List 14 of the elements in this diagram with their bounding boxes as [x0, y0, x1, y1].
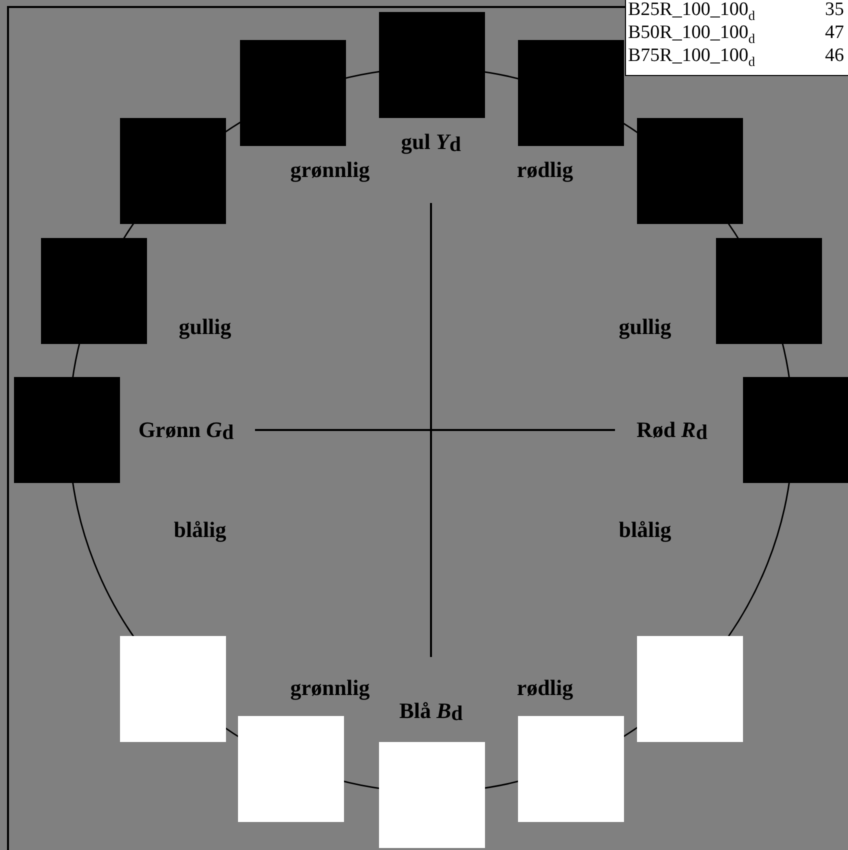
table-value: 35 [825, 0, 844, 21]
table-row-label: B50R_100_100$_{d}$ [628, 22, 756, 48]
axis-label: grønnlig [290, 675, 370, 701]
table-row-label: B25R_100_100$_{d}$ [628, 0, 756, 25]
axis-label: gullig [178, 314, 232, 340]
axis-label: grønnlig [290, 157, 370, 183]
axis-label: blålig [618, 517, 672, 543]
axis-label: blålig [174, 517, 226, 543]
axis-label: rødlig [516, 157, 574, 183]
axis-label: rødlig [516, 675, 574, 701]
table-row-label: B75R_100_100$_{d}$ [628, 45, 756, 71]
table-value: 46 [825, 45, 844, 67]
table-value: 47 [825, 22, 844, 44]
axis-label: gullig [618, 314, 672, 340]
